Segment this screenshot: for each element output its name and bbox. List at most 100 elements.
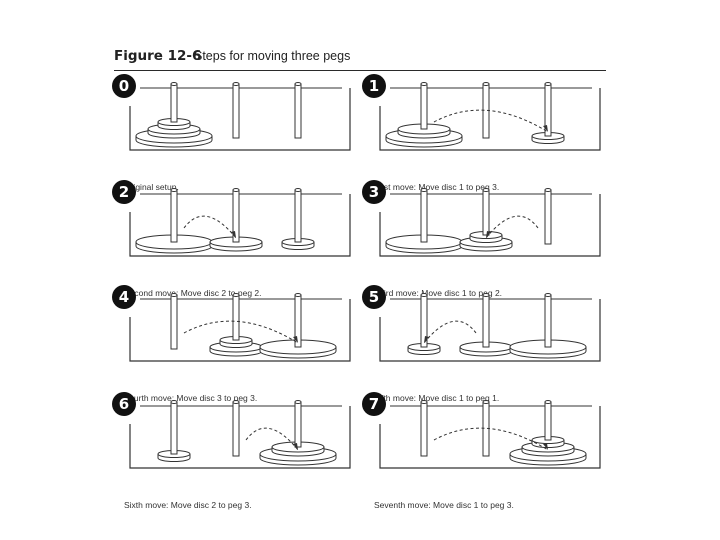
move-arrow-head xyxy=(424,336,429,343)
platform-outline xyxy=(379,406,601,469)
peg-top xyxy=(544,82,552,86)
peg-top xyxy=(420,82,428,86)
step-panel-5: 5 Fifth move: Move disc 1 to peg 1. xyxy=(362,285,608,403)
tower-diagram-5 xyxy=(379,293,601,362)
step-number-badge: 5 xyxy=(362,285,386,309)
move-arrow-head xyxy=(543,125,548,132)
peg-1 xyxy=(170,401,178,455)
step-caption: Third move: Move disc 1 to peg 2. xyxy=(374,288,503,298)
peg-top xyxy=(482,82,490,86)
peg-2 xyxy=(482,294,490,348)
step-caption: Fifth move: Move disc 1 to peg 1. xyxy=(374,393,500,403)
peg-top xyxy=(544,400,552,404)
peg-top xyxy=(232,400,240,404)
step-number-badge: 2 xyxy=(112,180,136,204)
tower-diagram-0 xyxy=(129,82,351,151)
step-caption: First move: Move disc 1 to peg 3. xyxy=(374,182,500,192)
move-arrow xyxy=(423,320,477,344)
step-panel-2: 2 Second move: Move disc 2 to peg 2. xyxy=(112,180,358,298)
peg-1 xyxy=(170,294,178,350)
step-number-badge: 6 xyxy=(112,392,136,416)
platform-outline xyxy=(379,194,601,257)
step-panel-3: 3 Third move: Move disc 1 to peg 2. xyxy=(362,180,608,298)
move-arrow xyxy=(485,215,539,239)
peg-top xyxy=(294,188,302,192)
peg-3 xyxy=(544,189,552,245)
peg-2 xyxy=(232,401,240,457)
peg-top xyxy=(482,293,490,297)
peg-top xyxy=(294,82,302,86)
tower-diagram-7 xyxy=(379,400,601,469)
platform-outline xyxy=(129,299,351,362)
peg-1 xyxy=(420,83,428,130)
step-panel-0: 0 Original setup. xyxy=(112,74,358,192)
tower-diagram-4 xyxy=(129,293,351,362)
step-panel-6: 6 Sixth move: Move disc 2 to peg 3. xyxy=(112,392,358,510)
peg-2 xyxy=(482,83,490,139)
peg-top xyxy=(420,188,428,192)
peg-top xyxy=(232,82,240,86)
tower-diagram-1 xyxy=(379,82,601,151)
figure-title: Steps for moving three pegs xyxy=(194,49,351,63)
step-number-badge: 4 xyxy=(112,285,136,309)
step-caption: Sixth move: Move disc 2 to peg 3. xyxy=(124,500,252,510)
step-number-badge: 3 xyxy=(362,180,386,204)
peg-1 xyxy=(170,83,178,123)
move-arrow xyxy=(183,320,299,344)
peg-top xyxy=(420,400,428,404)
peg-1 xyxy=(420,189,428,243)
peg-3 xyxy=(294,189,302,243)
peg-top xyxy=(482,400,490,404)
move-arrow-head xyxy=(293,443,298,450)
move-arrow-head xyxy=(543,443,548,450)
peg-top xyxy=(544,188,552,192)
peg-top xyxy=(482,188,490,192)
peg-top xyxy=(232,293,240,297)
move-arrow xyxy=(183,215,237,239)
tower-diagram-6 xyxy=(129,400,351,469)
peg-2 xyxy=(232,294,240,341)
peg-1 xyxy=(420,401,428,457)
peg-top xyxy=(544,293,552,297)
move-arrow xyxy=(433,109,549,133)
peg-2 xyxy=(232,83,240,139)
peg-3 xyxy=(544,401,552,441)
step-caption: Original setup. xyxy=(124,182,179,192)
peg-3 xyxy=(294,83,302,139)
peg-3 xyxy=(544,294,552,348)
platform-outline xyxy=(379,299,601,362)
move-arrow xyxy=(433,427,549,451)
tower-diagram-3 xyxy=(379,188,601,257)
platform-outline xyxy=(129,406,351,469)
step-caption: Second move: Move disc 2 to peg 2. xyxy=(124,288,262,298)
platform-outline xyxy=(379,88,601,151)
peg-1 xyxy=(170,189,178,243)
platform-outline xyxy=(129,194,351,257)
step-panel-1: 1 First move: Move disc 1 to peg 3. xyxy=(362,74,608,192)
peg-top xyxy=(294,293,302,297)
peg-2 xyxy=(482,189,490,236)
move-arrow-head xyxy=(231,231,236,238)
peg-top xyxy=(420,293,428,297)
step-number-badge: 1 xyxy=(362,74,386,98)
step-number-badge: 7 xyxy=(362,392,386,416)
step-number-badge: 0 xyxy=(112,74,136,98)
peg-top xyxy=(294,400,302,404)
peg-3 xyxy=(294,401,302,448)
peg-top xyxy=(170,188,178,192)
tower-diagram-2 xyxy=(129,188,351,257)
peg-2 xyxy=(482,401,490,457)
platform-outline xyxy=(129,88,351,151)
peg-top xyxy=(170,293,178,297)
step-panel-7: 7 Seventh move: Move disc 1 to peg 3. xyxy=(362,392,608,510)
figure-header: Figure 12-6 Steps for moving three pegs xyxy=(114,44,606,71)
peg-top xyxy=(232,188,240,192)
peg-top xyxy=(170,400,178,404)
step-panel-4: 4 Fourth move: Move disc 3 to peg 3. xyxy=(112,285,358,403)
figure-label: Figure 12-6 xyxy=(114,48,202,64)
move-arrow-head xyxy=(486,231,491,238)
move-arrow xyxy=(245,427,299,451)
peg-top xyxy=(170,82,178,86)
step-caption: Fourth move: Move disc 3 to peg 3. xyxy=(124,393,258,403)
step-caption: Seventh move: Move disc 1 to peg 3. xyxy=(374,500,514,510)
